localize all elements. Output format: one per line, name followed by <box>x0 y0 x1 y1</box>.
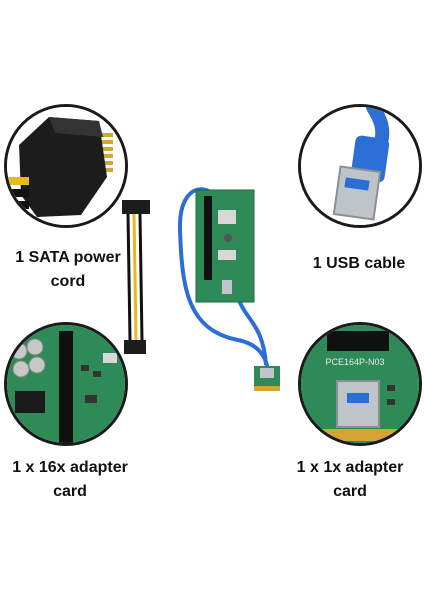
x16-card-image <box>7 325 125 443</box>
usb-cable-closeup <box>298 104 422 228</box>
sata-connector-image <box>7 107 125 225</box>
sata-label: 1 SATA power cord <box>15 249 121 290</box>
x16-label: 1 x 16x adapter card <box>12 459 128 500</box>
usb-label: 1 USB cable <box>312 255 406 272</box>
x1-label: 1 x 1x adapter card <box>296 459 404 500</box>
x1-adapter-closeup: PCE164P-N03 <box>298 322 422 446</box>
x1-card-image: PCE164P-N03 <box>301 325 419 443</box>
pcb-text: PCE164P-N03 <box>325 357 384 367</box>
usb-connector-image <box>301 107 419 225</box>
riser-kit-product-image <box>122 187 280 391</box>
sata-connector-closeup <box>4 104 128 228</box>
x16-adapter-closeup <box>4 322 128 446</box>
